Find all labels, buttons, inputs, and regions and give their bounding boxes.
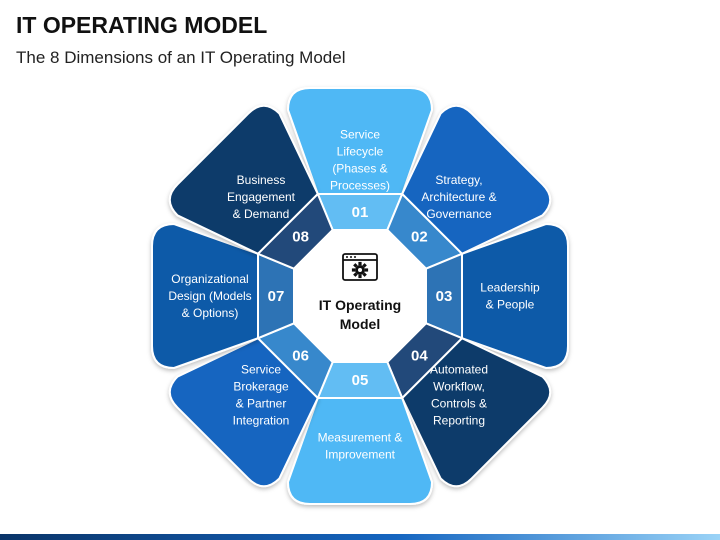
number-ring: 01 02 03 04 05 06 07 08 xyxy=(256,192,464,400)
petal-07 xyxy=(151,222,259,370)
dimension-number-01: 01 xyxy=(352,204,369,221)
dimension-label-03: Leadership& People xyxy=(480,281,540,312)
dimension-number-08: 08 xyxy=(292,229,309,246)
dimension-label-05: Measurement &Improvement xyxy=(318,431,403,462)
dimension-number-04: 04 xyxy=(411,347,428,364)
dimension-number-06: 06 xyxy=(292,347,309,364)
bottom-accent-bar xyxy=(0,534,720,540)
center-octagon xyxy=(293,229,427,363)
dimension-label-02: Strategy,Architecture &Governance xyxy=(421,173,496,221)
dimension-number-07: 07 xyxy=(268,288,285,305)
petal-05 xyxy=(286,397,434,505)
petal-03 xyxy=(461,222,569,370)
page-title: IT OPERATING MODEL xyxy=(16,12,268,38)
page-subtitle: The 8 Dimensions of an IT Operating Mode… xyxy=(16,48,346,67)
petal-02 xyxy=(400,104,552,256)
petal-04 xyxy=(400,336,552,488)
dimension-number-03: 03 xyxy=(436,288,453,305)
dimension-number-02: 02 xyxy=(411,229,428,246)
petal-06 xyxy=(168,336,320,488)
petal-08 xyxy=(168,104,320,256)
petal-01 xyxy=(286,87,434,195)
browser-gear-icon xyxy=(342,253,378,281)
dimension-number-05: 05 xyxy=(352,372,369,389)
